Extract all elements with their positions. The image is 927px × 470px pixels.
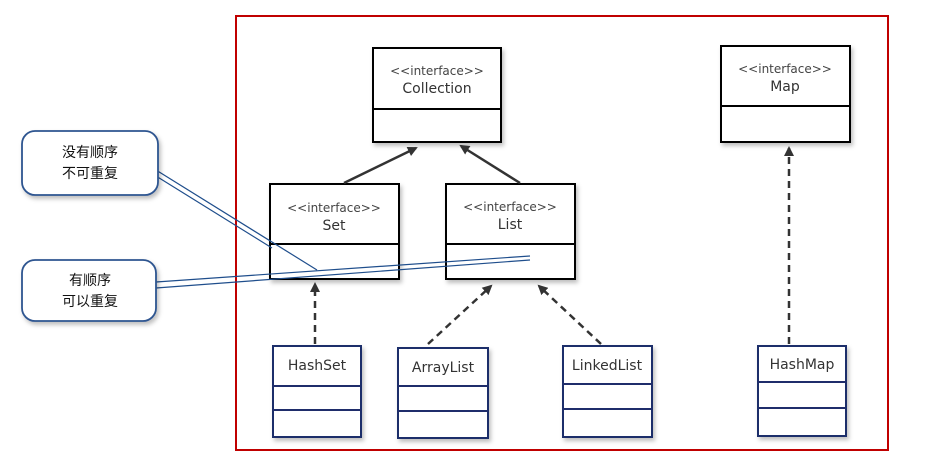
- set-callout: 没有顺序 不可重复: [21, 130, 159, 196]
- map-name: Map: [770, 79, 800, 95]
- map-interface-box[interactable]: <<interface>> Map: [720, 45, 851, 143]
- hashset-name: HashSet: [288, 358, 347, 374]
- diagram-frame: [235, 15, 889, 451]
- set-interface-box[interactable]: <<interface>> Set: [269, 183, 400, 280]
- set-callout-line1: 没有顺序: [62, 145, 118, 161]
- linkedlist-name: LinkedList: [572, 358, 643, 374]
- list-callout-line1: 有顺序: [69, 273, 111, 289]
- map-stereotype: <<interface>>: [738, 62, 832, 76]
- hashset-class-box[interactable]: HashSet: [272, 345, 362, 438]
- arraylist-class-box[interactable]: ArrayList: [397, 347, 489, 439]
- linkedlist-class-box[interactable]: LinkedList: [562, 345, 653, 438]
- list-interface-box[interactable]: <<interface>> List: [445, 183, 576, 280]
- set-stereotype: <<interface>>: [287, 201, 381, 215]
- collection-interface-box[interactable]: <<interface>> Collection: [372, 47, 502, 143]
- hashmap-class-box[interactable]: HashMap: [757, 345, 847, 437]
- list-stereotype: <<interface>>: [463, 200, 557, 214]
- set-to-collection-arrow: [343, 146, 418, 185]
- list-callout-line2: 可以重复: [62, 293, 118, 310]
- hashmap-name: HashMap: [770, 357, 835, 373]
- list-callout: 有顺序 可以重复: [21, 259, 157, 322]
- set-callout-line2: 不可重复: [62, 165, 118, 182]
- list-name: List: [498, 217, 523, 233]
- linkedlist-to-list-arrow: [537, 284, 602, 345]
- arraylist-name: ArrayList: [412, 360, 475, 376]
- collection-stereotype: <<interface>>: [390, 64, 484, 78]
- list-callout-connector: [155, 255, 531, 289]
- arraylist-to-list-arrow: [427, 284, 493, 345]
- collection-name: Collection: [402, 81, 471, 97]
- set-name: Set: [323, 218, 347, 234]
- set-callout-connector: [155, 169, 318, 271]
- list-to-collection-arrow: [459, 144, 521, 185]
